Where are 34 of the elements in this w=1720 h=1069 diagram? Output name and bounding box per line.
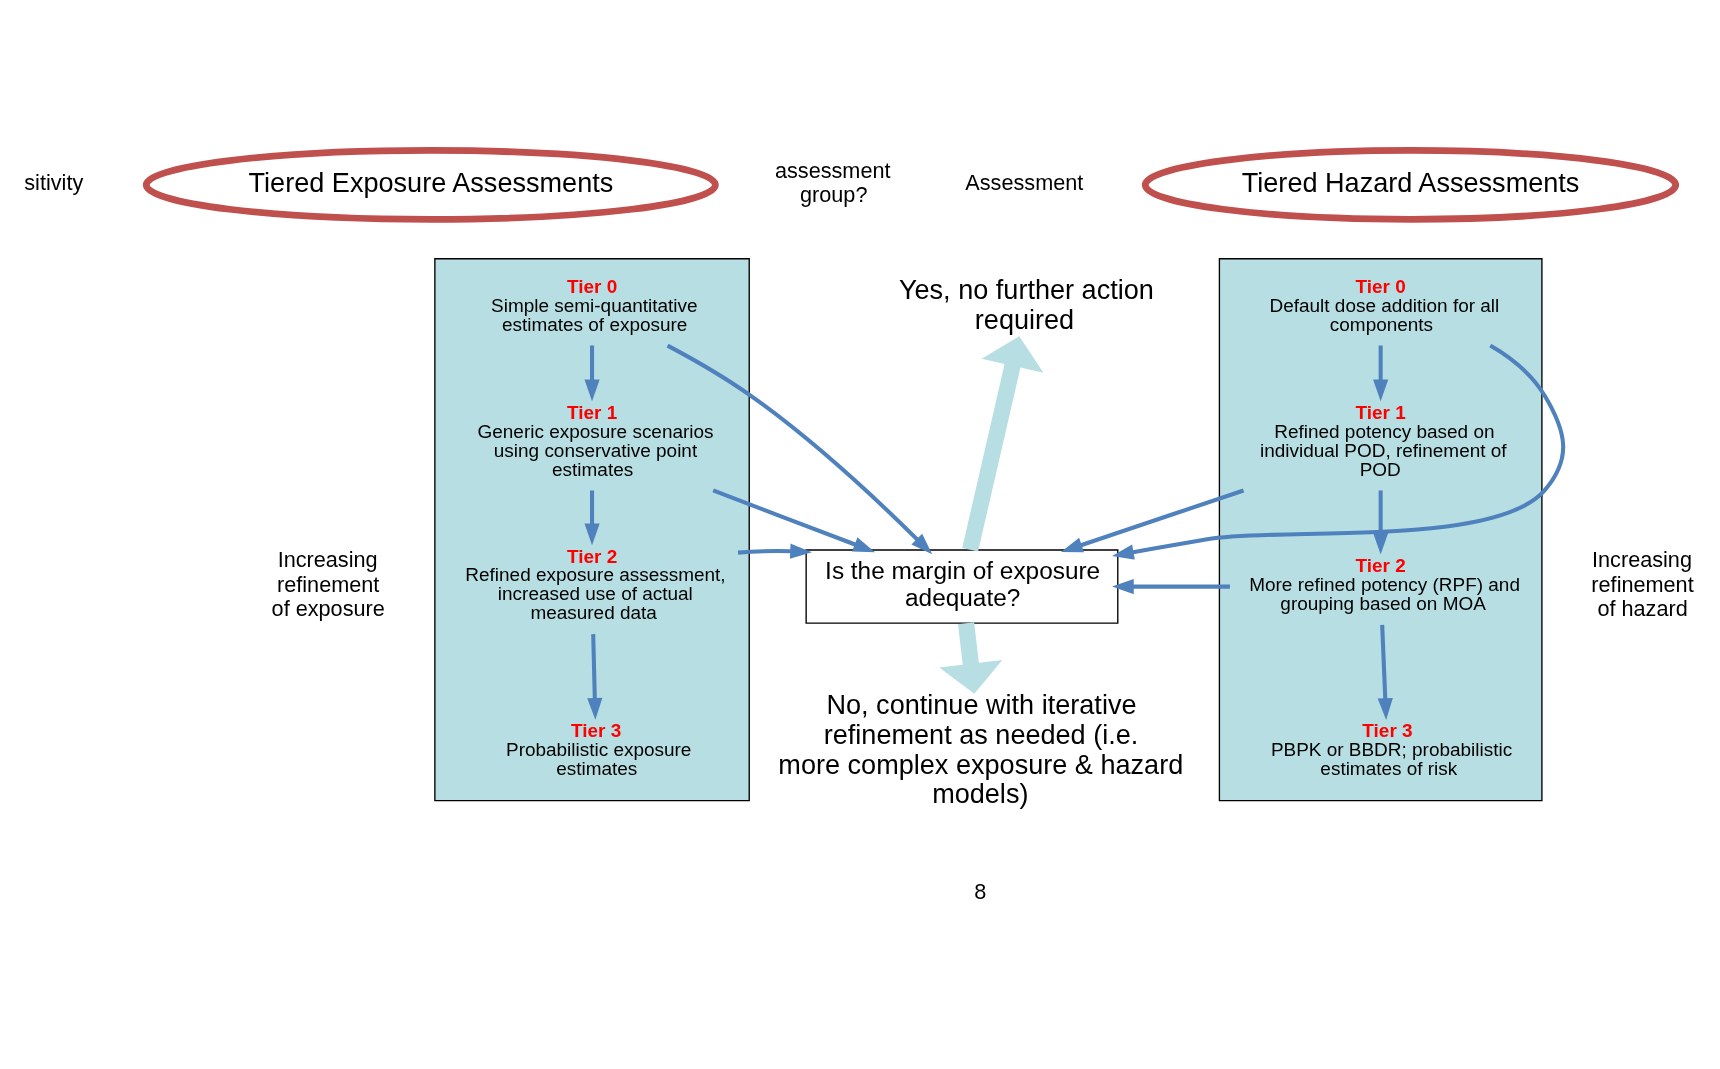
arrow <box>737 543 812 559</box>
label: Increasing refinement of hazard <box>1591 547 1694 622</box>
node-text: Tier 0 Default dose addition for all components <box>1269 275 1500 335</box>
arrow <box>587 634 603 720</box>
arrow <box>666 343 933 555</box>
node-ellipse: Tiered Hazard Assessments <box>1141 147 1680 223</box>
arrow <box>1373 345 1389 402</box>
node-text: Tier 0 Simple semi-quantitative estimates of exposure <box>491 275 698 335</box>
node-text: No, continue with iterative refinement as needed (i.e. more complex exposure & hazard models) <box>778 688 1184 810</box>
label: 8 <box>974 879 987 905</box>
label: sitivity <box>24 170 84 196</box>
node-text: Tier 2 Refined exposure assessment, increased use of actual measured data <box>465 545 726 624</box>
arrow <box>1373 490 1389 555</box>
arrow <box>584 345 600 402</box>
label: Assessment <box>965 170 1084 196</box>
node-text: Tier 1 Generic exposure scenarios using conservative point estimates <box>477 401 714 480</box>
label: Increasing refinement of exposure <box>271 547 385 622</box>
arrow <box>584 490 600 546</box>
cluster <box>434 258 750 802</box>
label: assessment group? <box>774 157 891 208</box>
arrow <box>1377 624 1393 720</box>
node-text: Tier 3 Probabilistic exposure estimates <box>506 720 692 780</box>
node-text: Yes, no further action required <box>898 274 1154 336</box>
node-ellipse: Tiered Exposure Assessments <box>142 147 719 223</box>
arrow <box>1112 343 1566 560</box>
arrow <box>1112 579 1230 595</box>
node-text: Tier 2 More refined potency (RPF) and grouping based on MOA <box>1249 554 1520 614</box>
node-text: Tier 3 PBPK or BBDR; probabilistic estimates of risk <box>1270 720 1513 780</box>
node-box: Is the margin of exposure adequate? <box>805 549 1119 624</box>
arrow <box>712 488 876 553</box>
cluster <box>1218 258 1543 802</box>
arrow <box>962 336 1044 552</box>
node-text: Tier 1 Refined potency based on individual POD, refinement of POD <box>1260 401 1507 480</box>
arrow <box>939 622 1003 694</box>
